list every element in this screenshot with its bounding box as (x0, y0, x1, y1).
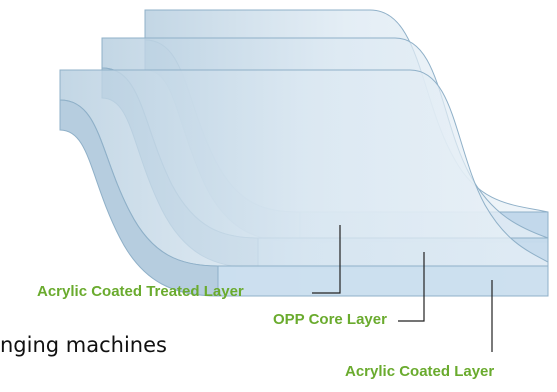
label-acrylic-coated-treated-layer: Acrylic Coated Treated Layer (37, 283, 244, 300)
sheet-bottom (59, 69, 549, 297)
leader-line-opp-core (398, 252, 425, 322)
leader-line-acrylic-treated (312, 225, 341, 294)
caption-text: nging machines (0, 333, 167, 357)
label-acrylic-coated-layer: Acrylic Coated Layer (345, 363, 495, 380)
label-opp-core-layer: OPP Core Layer (273, 311, 387, 328)
